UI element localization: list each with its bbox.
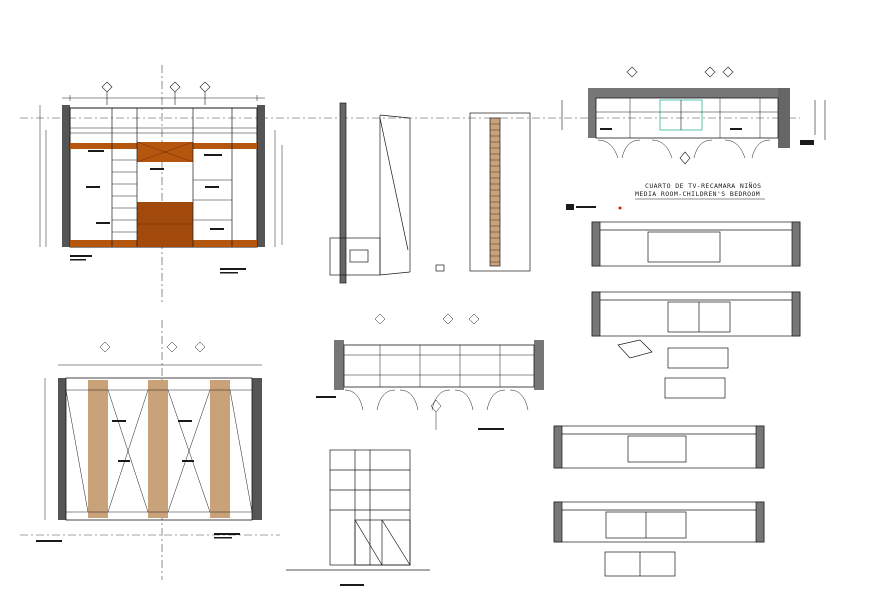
section-details-middle-top	[329, 102, 531, 284]
plan-media-room: CUARTO DE TV-RECAMARA NIÑOS MEDIA ROOM-C…	[561, 66, 826, 210]
elevation-wardrobe-top-left	[39, 81, 283, 274]
section-views-right	[553, 221, 801, 577]
elevation-doors-middle	[316, 313, 544, 430]
ladder-rungs	[490, 123, 500, 263]
elevation-panels-bottom-left	[36, 341, 262, 542]
cabinet-label-mark	[340, 584, 364, 586]
elevation-tall-cabinet	[286, 449, 430, 571]
drawing-title-english: MEDIA ROOM-CHILDREN'S BEDROOM	[635, 190, 760, 198]
drawing-title-spanish: CUARTO DE TV-RECAMARA NIÑOS	[645, 181, 761, 190]
